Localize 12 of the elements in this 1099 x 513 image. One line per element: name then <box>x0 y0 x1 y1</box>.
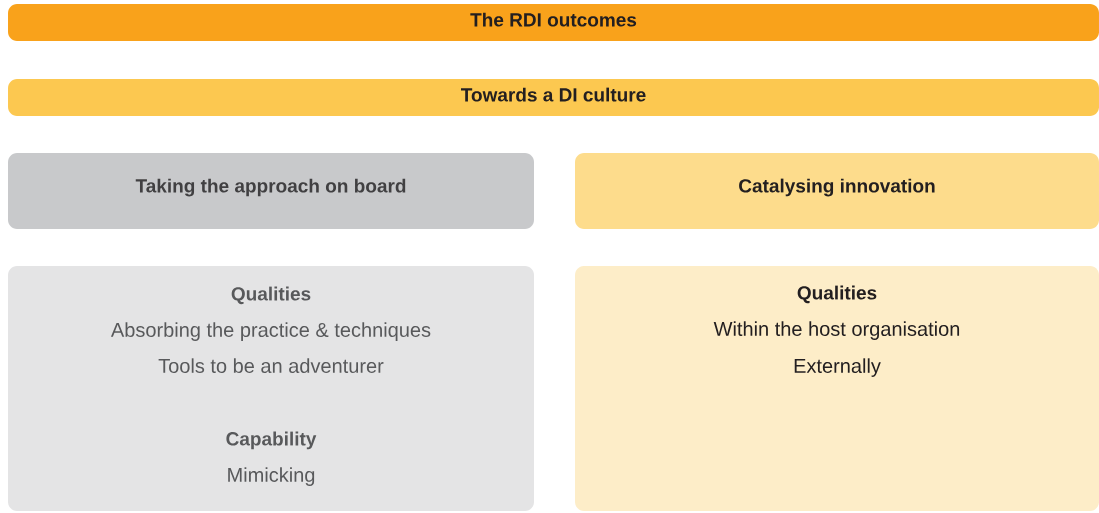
body-text: Tools to be an adventurer <box>158 358 384 373</box>
body-text: Absorbing the practice & techniques <box>110 322 431 341</box>
heading-text: The RDI outcomes <box>470 12 637 27</box>
heading-text: Qualities <box>797 285 877 304</box>
body-text: Mimicking <box>228 467 315 486</box>
heading-text: Catalysing innovation <box>739 178 935 197</box>
heading-text: Taking the approach on board <box>135 178 406 197</box>
body-text: Externally <box>794 358 881 377</box>
body-text: Within the host organisation <box>713 321 960 340</box>
heading-text: Towards a DI culture <box>461 87 646 102</box>
heading-text: Qualities <box>231 286 311 305</box>
heading-text: Capability <box>226 431 317 450</box>
